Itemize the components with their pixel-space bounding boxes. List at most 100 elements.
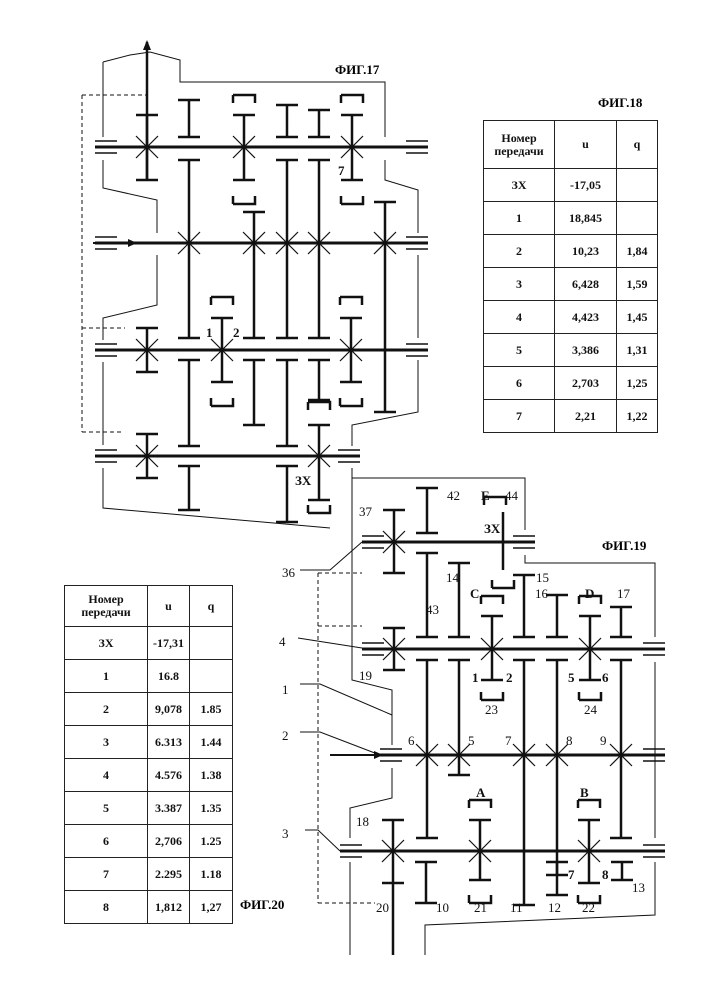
table-cell: 2,703 bbox=[555, 367, 617, 400]
fig19-label-l42: 42 bbox=[447, 488, 460, 503]
table-cell: ЗХ bbox=[65, 627, 148, 660]
fig17-labels: 7 1 2 ЗХ bbox=[206, 163, 345, 488]
clutch-sleeve-icon bbox=[578, 800, 600, 808]
fig17-gearbox-scheme bbox=[82, 40, 428, 528]
fig19-label-l43: 43 bbox=[426, 602, 439, 617]
table-cell: 1,59 bbox=[617, 268, 658, 301]
fig17-gear-label: 7 bbox=[338, 163, 345, 178]
clutch-sleeve-icon bbox=[341, 95, 363, 103]
table-cell: -17,31 bbox=[148, 627, 190, 660]
table-row: 29,0781.85 bbox=[65, 693, 233, 726]
fig19-label-l23: 23 bbox=[485, 702, 498, 717]
table-cell: 3 bbox=[65, 726, 148, 759]
table-cell: 3,386 bbox=[555, 334, 617, 367]
fig19-label-l17: 17 bbox=[617, 586, 631, 601]
table-row: 118,845 bbox=[484, 202, 658, 235]
table-cell: 7 bbox=[65, 858, 148, 891]
column-header: q bbox=[190, 586, 233, 627]
table-cell: 5 bbox=[65, 792, 148, 825]
table-cell: 4,423 bbox=[555, 301, 617, 334]
fig19-label-lD: D bbox=[585, 586, 594, 601]
table-cell: 1,27 bbox=[190, 891, 233, 924]
leader-line bbox=[305, 830, 340, 851]
table-cell: 2 bbox=[484, 235, 555, 268]
table-cell: 1,84 bbox=[617, 235, 658, 268]
output-arrow-icon bbox=[143, 40, 151, 50]
leader-line bbox=[300, 542, 362, 570]
fig19-label-s1: 1 bbox=[472, 670, 479, 685]
table-row: 72,211,22 bbox=[484, 400, 658, 433]
table-cell: 1.85 bbox=[190, 693, 233, 726]
column-header: u bbox=[555, 121, 617, 169]
table-cell: 6.313 bbox=[148, 726, 190, 759]
table-cell: 1,31 bbox=[617, 334, 658, 367]
fig19-label-l44: 44 bbox=[505, 488, 519, 503]
clutch-sleeve-icon bbox=[233, 95, 255, 103]
fig17-title: ФИГ.17 bbox=[335, 62, 379, 78]
fig19-label-g6: 6 bbox=[408, 733, 415, 748]
clutch-sleeve-icon bbox=[481, 596, 503, 604]
fig19-label-l16: 16 bbox=[535, 586, 549, 601]
housing-outline bbox=[103, 160, 157, 233]
column-header: Номер передачи bbox=[484, 121, 555, 169]
table-cell: 1.25 bbox=[190, 825, 233, 858]
fig17-gear-label: 2 bbox=[233, 325, 240, 340]
fig19-label-l22: 22 bbox=[582, 900, 595, 915]
fig19-label-g7: 7 bbox=[505, 733, 512, 748]
table-row: 36,4281,59 bbox=[484, 268, 658, 301]
table-cell: 4 bbox=[484, 301, 555, 334]
table-cell: 6,428 bbox=[555, 268, 617, 301]
leader-line bbox=[300, 732, 380, 755]
table-cell: 1 bbox=[65, 660, 148, 693]
table-cell: 8 bbox=[65, 891, 148, 924]
fig19-label-l21: 21 bbox=[474, 900, 487, 915]
table-row: 116.8 bbox=[65, 660, 233, 693]
table-row: 81,8121,27 bbox=[65, 891, 233, 924]
table-cell: 6 bbox=[484, 367, 555, 400]
fig19-label-lE: E bbox=[481, 488, 490, 503]
table-cell: 2,706 bbox=[148, 825, 190, 858]
table-cell: 1,25 bbox=[617, 367, 658, 400]
fig19-label-l1: 1 bbox=[282, 682, 289, 697]
fig19-label-l14: 14 bbox=[446, 570, 460, 585]
table-cell: 1.18 bbox=[190, 858, 233, 891]
table-row: 72.2951.18 bbox=[65, 858, 233, 891]
leader-line bbox=[300, 684, 392, 715]
table-row: 53,3861,31 bbox=[484, 334, 658, 367]
table-cell: 3.387 bbox=[148, 792, 190, 825]
table-cell: 1.44 bbox=[190, 726, 233, 759]
fig19-label-s2: 2 bbox=[506, 670, 513, 685]
table-row: 62,7031,25 bbox=[484, 367, 658, 400]
fig19-label-l24: 24 bbox=[584, 702, 598, 717]
table-cell bbox=[617, 202, 658, 235]
fig19-label-l12: 12 bbox=[548, 900, 561, 915]
clutch-sleeve-icon bbox=[308, 402, 330, 410]
fig19-label-s8: 8 bbox=[602, 867, 609, 882]
fig19-label-l11: 11 bbox=[510, 900, 523, 915]
clutch-sleeve-icon bbox=[340, 297, 362, 305]
table-cell: 1,812 bbox=[148, 891, 190, 924]
table-cell: 2,21 bbox=[555, 400, 617, 433]
fig19-label-l2: 2 bbox=[282, 728, 289, 743]
table-cell: 1.38 bbox=[190, 759, 233, 792]
clutch-sleeve-icon bbox=[341, 196, 363, 204]
fig19-label-lA: A bbox=[476, 785, 486, 800]
table-cell: ЗХ bbox=[484, 169, 555, 202]
fig19-label-s6: 6 bbox=[602, 670, 609, 685]
fig19-label-lC: C bbox=[470, 586, 479, 601]
fig19-label-lrev: ЗХ bbox=[484, 521, 501, 536]
table-row: 210,231,84 bbox=[484, 235, 658, 268]
table-cell: 4 bbox=[65, 759, 148, 792]
input-arrow-icon bbox=[374, 751, 383, 759]
table-row: ЗХ-17,31 bbox=[65, 627, 233, 660]
table-row: 44.5761.38 bbox=[65, 759, 233, 792]
fig20-gear-ratio-table: Номер передачи u q ЗХ-17,31116.829,0781.… bbox=[64, 585, 233, 924]
table-row: ЗХ-17,05 bbox=[484, 169, 658, 202]
fig19-label-l19: 19 bbox=[359, 668, 372, 683]
clutch-sleeve-icon bbox=[579, 692, 601, 700]
fig19-title: ФИГ.19 bbox=[602, 538, 646, 554]
table-row: 53.3871.35 bbox=[65, 792, 233, 825]
fig17-gear-label: 1 bbox=[206, 325, 213, 340]
fig19-label-l15: 15 bbox=[536, 570, 549, 585]
clutch-sleeve-icon bbox=[481, 692, 503, 700]
